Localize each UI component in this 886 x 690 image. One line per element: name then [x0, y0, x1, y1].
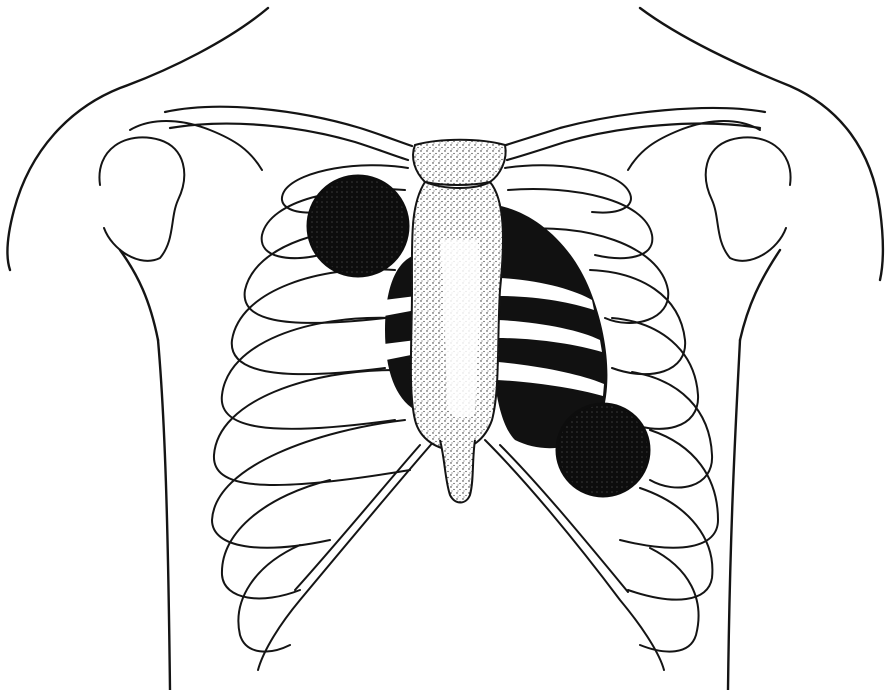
right-armpit-line — [740, 250, 780, 340]
left-humerus-head — [99, 137, 184, 260]
left-apex-pad — [557, 404, 649, 496]
costal-margin-left — [258, 440, 435, 670]
rib-l4 — [232, 269, 395, 374]
xiphoid-process — [440, 440, 475, 503]
right-flank-line — [728, 340, 740, 690]
left-scapula — [130, 121, 262, 170]
right-upper-chest-pad — [308, 176, 408, 276]
neck-right-line — [640, 8, 883, 280]
right-humerus-head — [706, 137, 791, 260]
costal-margin-left-inner — [295, 445, 420, 590]
right-scapula — [628, 121, 760, 170]
left-armpit-line — [120, 250, 158, 340]
left-flank-line — [158, 340, 170, 690]
right-clavicle-lower — [507, 124, 760, 160]
rib-l8 — [222, 480, 330, 598]
manubrium — [413, 140, 506, 185]
sternum — [411, 140, 506, 503]
